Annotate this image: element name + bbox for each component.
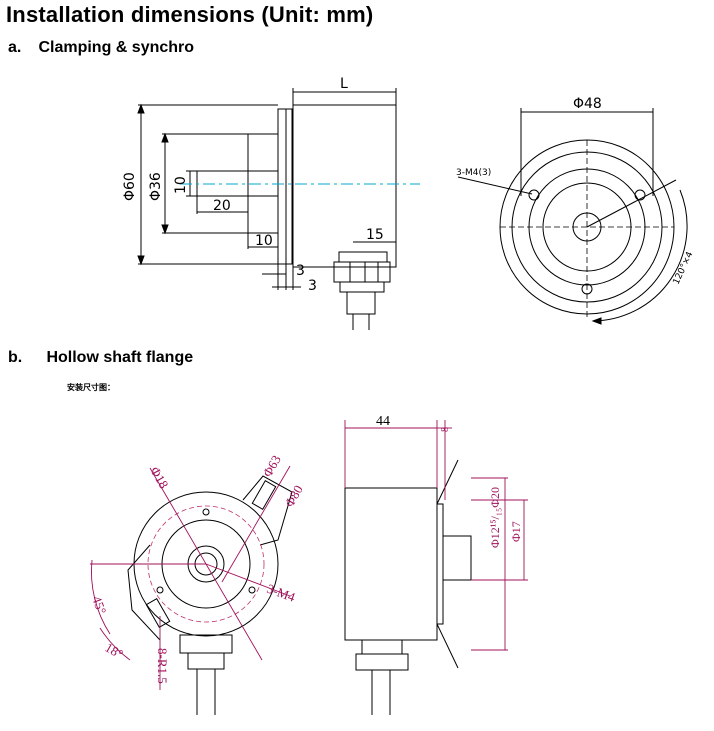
section-b-heading: b. Hollow shaft flange — [8, 349, 193, 367]
dim-d80: Φ80 — [282, 483, 306, 510]
dim-d18: Φ18 — [147, 464, 171, 491]
dim-d63: Φ63 — [260, 453, 284, 480]
section-a-heading: a. Clamping & synchro — [8, 39, 194, 57]
center-lines-a-front — [500, 140, 674, 320]
dim-length-b: 44 — [376, 414, 390, 429]
section-b-side-view — [344, 459, 472, 715]
dim-bolt-circle: Φ48 — [573, 96, 602, 112]
dim-holes-a-label: 3-M4 — [456, 168, 479, 178]
dim-gap2: 3 — [308, 278, 317, 294]
page-title: Installation dimensions (Unit: mm) — [6, 2, 374, 27]
dim-length: L — [340, 76, 348, 92]
dim-shaft-dia: 10 — [173, 176, 189, 194]
section-a-front-view — [457, 108, 688, 325]
dim-bore-b: Φ12¹⁵/₁₅Φ20 — [488, 487, 502, 548]
dim-angle-a: 120°×4 — [672, 250, 696, 286]
dim-holes-b: 3-M4 — [265, 581, 298, 605]
dim-holes-a: 3-M4(3) — [456, 168, 491, 178]
dim-holes-a-depth: (3) — [478, 168, 491, 178]
section-a-name: Clamping & synchro — [38, 39, 195, 56]
dim-slots: 8-R1.5 — [155, 648, 170, 684]
dim-angle-45: 45° — [89, 594, 109, 616]
section-b-name: Hollow shaft flange — [46, 349, 194, 366]
dim-shaft-length: 20 — [213, 198, 231, 214]
dim-gap1: 3 — [296, 263, 305, 279]
dim-shaft-b: Φ17 — [509, 521, 523, 542]
section-b-label: b. — [8, 349, 23, 366]
dim-angle-18: 18° — [103, 640, 126, 662]
section-b-dim-lines — [90, 465, 291, 690]
section-a-label: a. — [8, 39, 22, 56]
section-b-note: 安装尺寸图： — [67, 383, 115, 392]
dim-flange-step: 10 — [255, 233, 273, 249]
dim-flange-dia: Φ36 — [148, 172, 164, 201]
section-a-side-view — [137, 88, 397, 330]
dim-connector: 15 — [366, 227, 384, 243]
dim-outer-dia: Φ60 — [122, 172, 138, 201]
dim-thick-b: 8 — [440, 427, 451, 432]
bolt-circle-b — [147, 505, 265, 623]
section-b-side-dims — [344, 420, 528, 651]
